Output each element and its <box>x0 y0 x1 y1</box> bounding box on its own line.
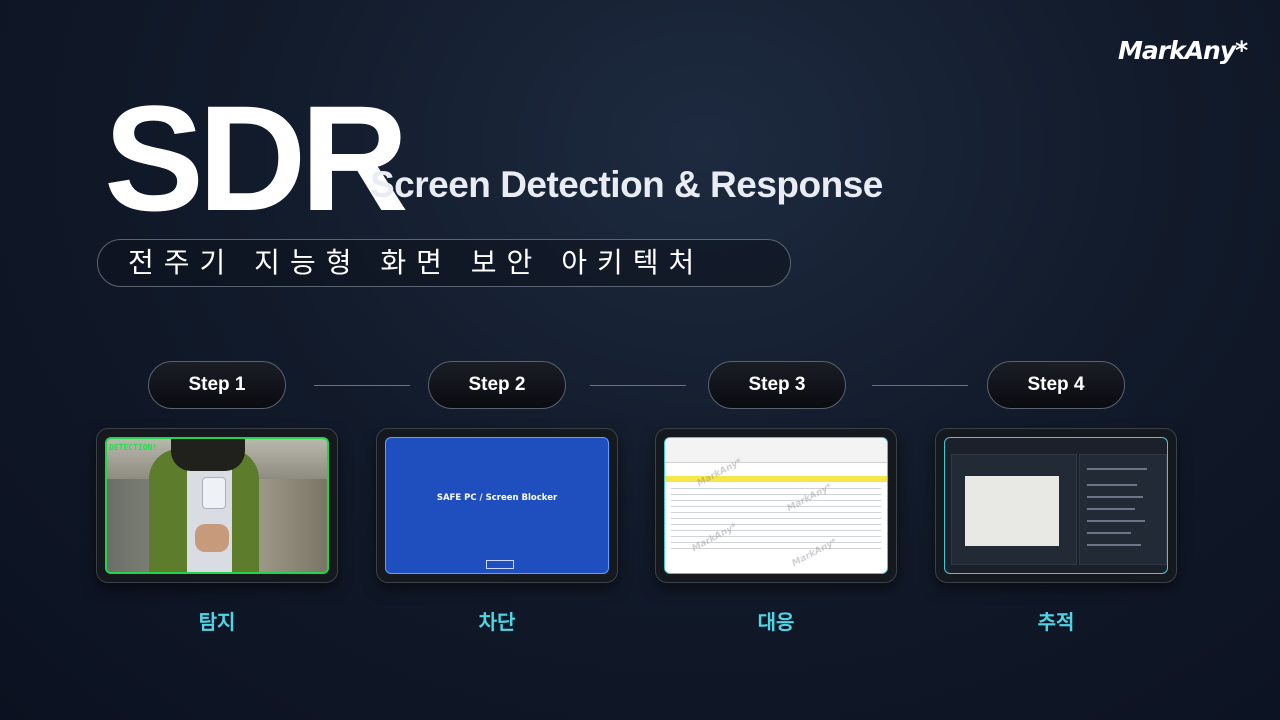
detail-line <box>1087 532 1131 534</box>
detection-camera-screen: DETECTION! <box>105 437 329 574</box>
detail-line <box>1087 484 1137 486</box>
watermark-logo: MarkAny* <box>785 481 834 515</box>
captured-floorplan-image <box>965 476 1059 546</box>
blocker-title: SAFE PC / Screen Blocker <box>436 493 558 503</box>
step-1-pill: Step 1 <box>148 361 286 409</box>
table-row <box>671 548 881 549</box>
screen-blocker-screen: SAFE PC / Screen Blocker <box>385 437 609 574</box>
spreadsheet-screen: MarkAny* MarkAny* MarkAny* MarkAny* <box>664 437 888 574</box>
markany-logo: MarkAny* <box>1118 36 1248 65</box>
connector-line <box>314 385 410 386</box>
table-row <box>671 512 881 513</box>
smartphone-icon <box>202 477 226 509</box>
tablet-tracking <box>935 428 1177 583</box>
step-3-name: 대응 <box>757 610 795 634</box>
spreadsheet-ribbon <box>665 438 887 463</box>
step-4-name: 추적 <box>1037 610 1075 634</box>
step-2-name: 차단 <box>478 610 516 634</box>
detail-line <box>1087 520 1145 522</box>
table-row <box>671 530 881 531</box>
step-4-pill: Step 4 <box>987 361 1125 409</box>
connector-line <box>590 385 686 386</box>
table-row <box>671 524 881 525</box>
table-row <box>671 494 881 495</box>
spreadsheet-header-row <box>665 476 887 482</box>
step-2-pill: Step 2 <box>428 361 566 409</box>
connector-line <box>872 385 968 386</box>
detail-line <box>1087 468 1147 470</box>
tablet-blocker: SAFE PC / Screen Blocker <box>376 428 618 583</box>
table-row <box>671 518 881 519</box>
table-row <box>671 500 881 501</box>
table-row <box>671 542 881 543</box>
page-title: SDR <box>104 74 409 242</box>
page-subtitle: Screen Detection & Response <box>370 164 883 205</box>
detail-line <box>1087 508 1135 510</box>
detail-line <box>1087 544 1141 546</box>
tagline-pill: 전주기 지능형 화면 보안 아키텍처 <box>97 239 791 287</box>
tracking-report-screen <box>944 437 1168 574</box>
blocker-button <box>486 560 514 569</box>
person-hand <box>195 524 229 552</box>
tablet-response: MarkAny* MarkAny* MarkAny* MarkAny* <box>655 428 897 583</box>
detail-line <box>1087 496 1143 498</box>
detection-overlay-label: DETECTION! <box>109 443 158 452</box>
step-3-pill: Step 3 <box>708 361 846 409</box>
tablet-detection: DETECTION! <box>96 428 338 583</box>
watermark-logo: MarkAny* <box>690 521 739 555</box>
table-row <box>671 536 881 537</box>
step-1-name: 탐지 <box>198 610 236 634</box>
person-hair <box>171 439 245 471</box>
table-row <box>671 506 881 507</box>
table-row <box>671 488 881 489</box>
